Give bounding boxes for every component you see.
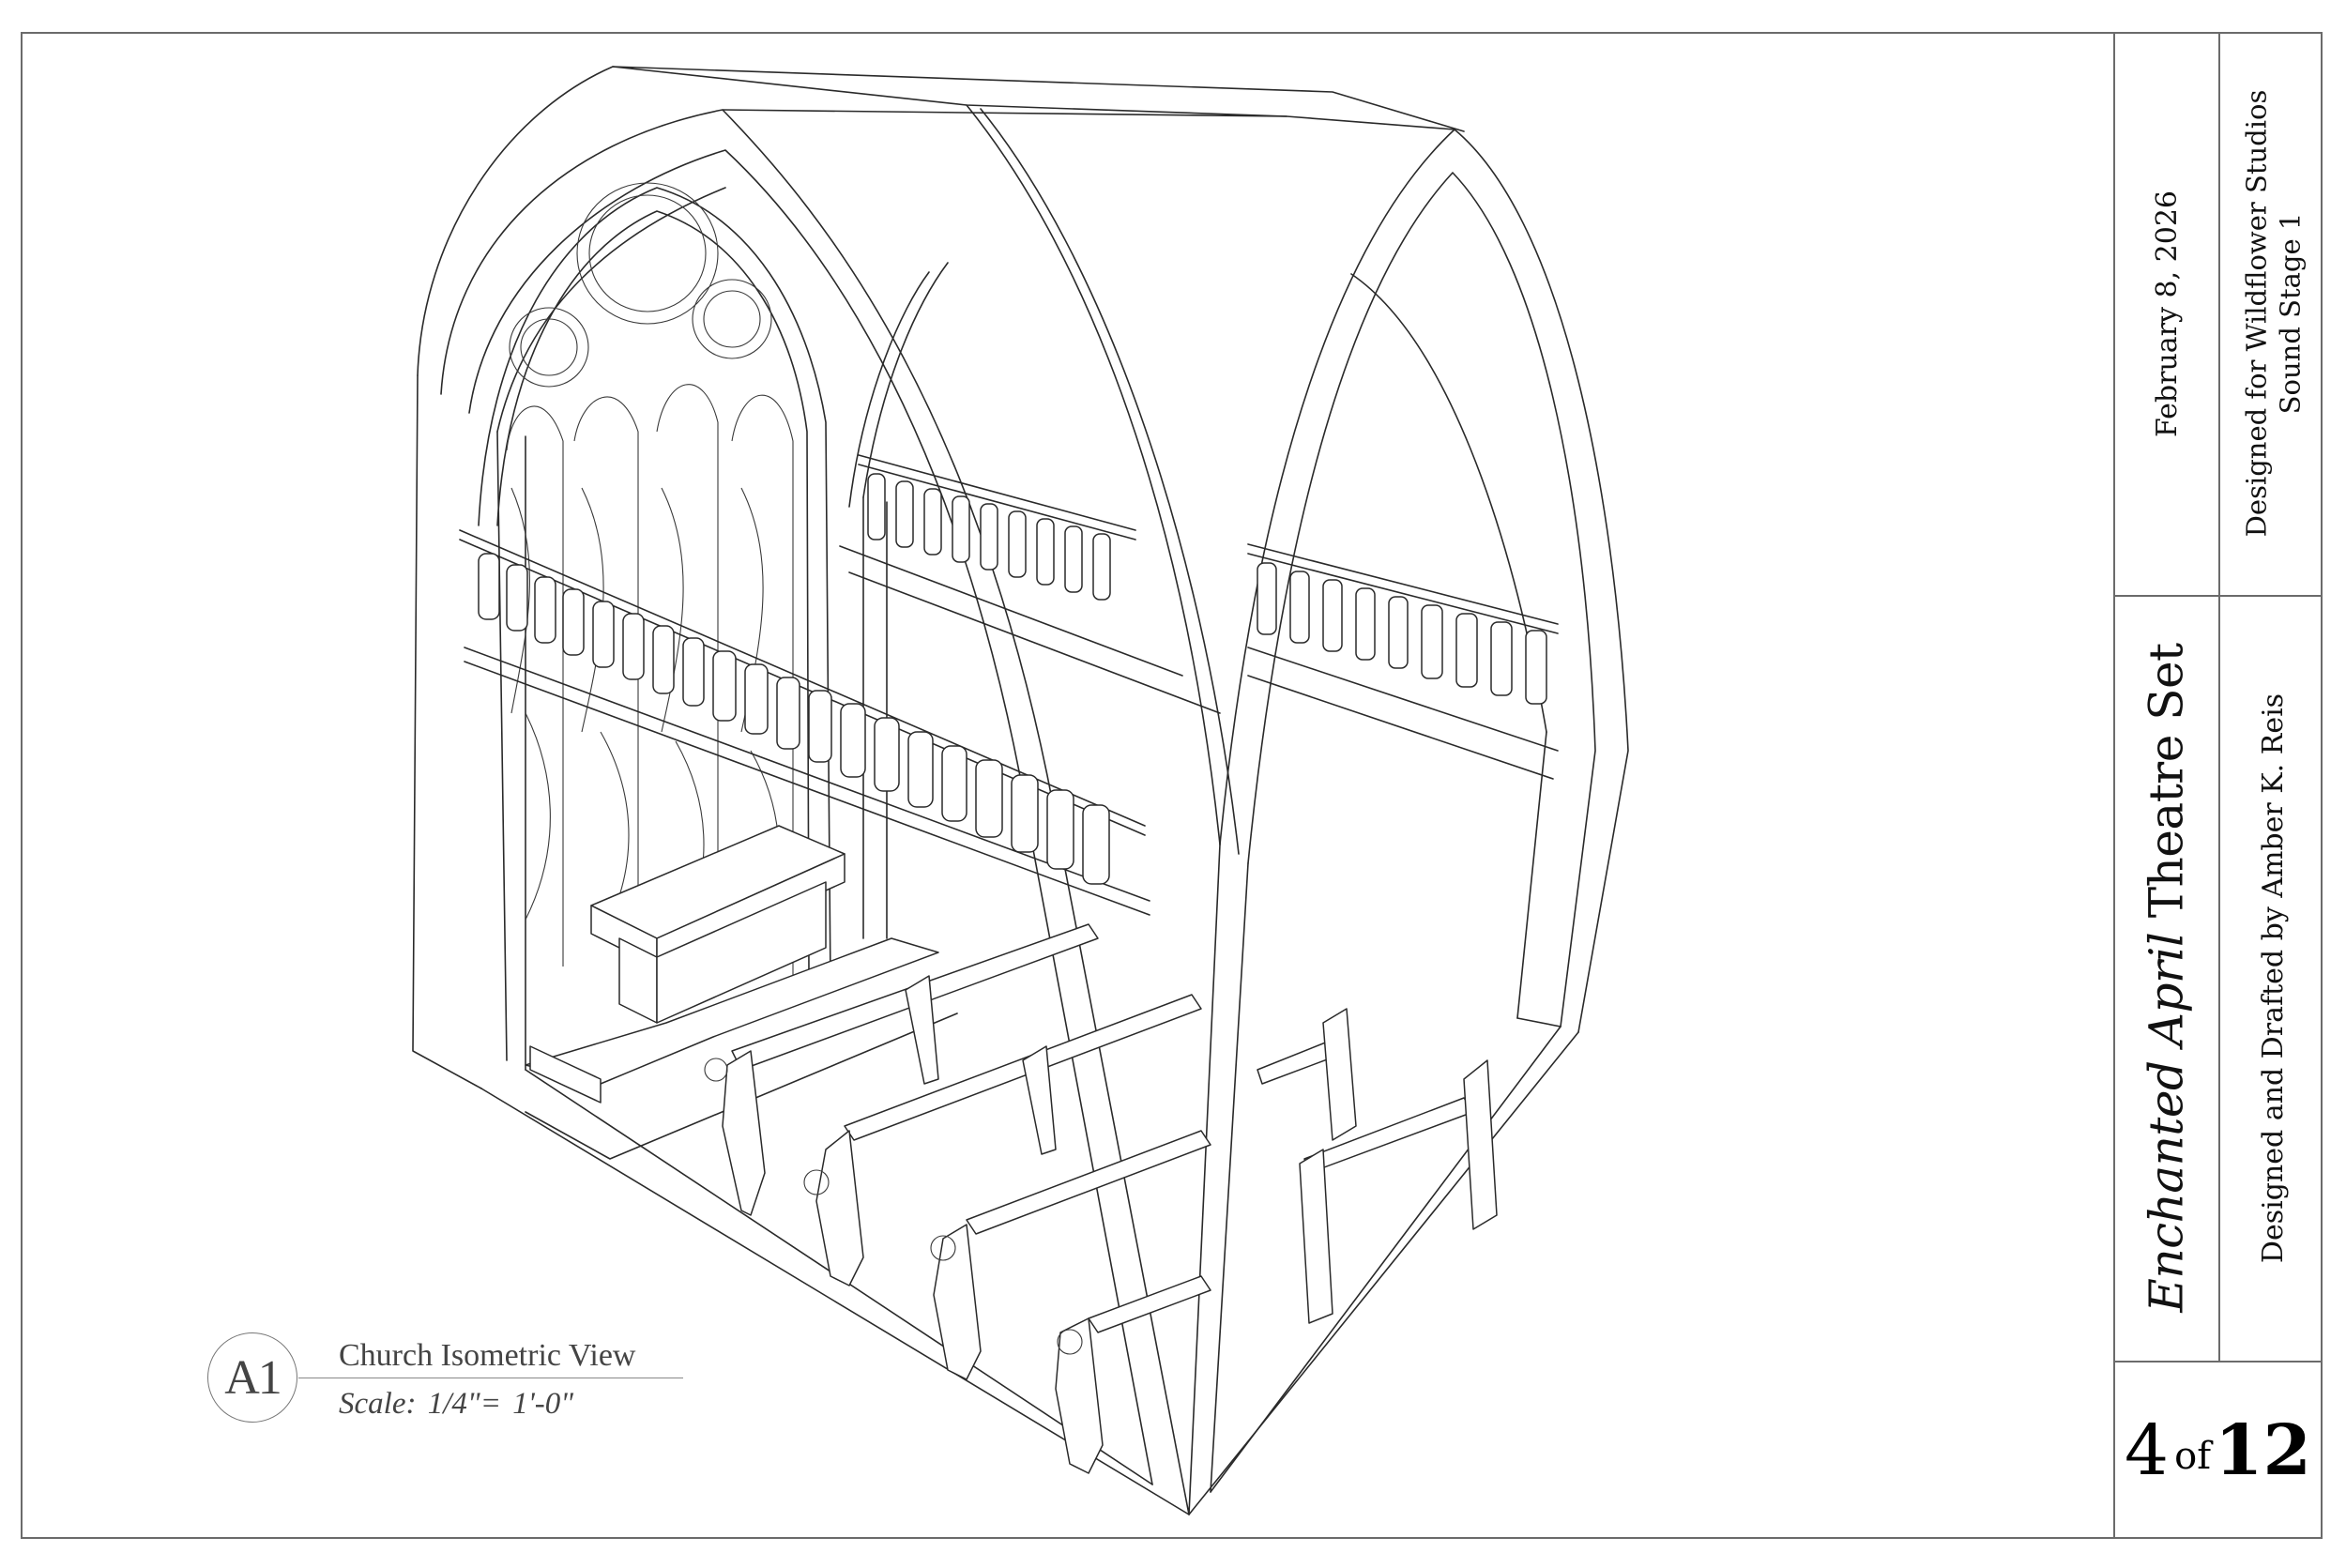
sheet-border [21,32,2323,1539]
drawing-date: February 8, 2026 [2150,190,2184,437]
left-balcony-balustrade [459,529,1150,916]
client-name: Designed for Wildflower Studios [2240,89,2273,538]
drafter-credit: Designed and Drafted by Amber K. Reis [2257,693,2290,1263]
view-title: Church Isometric View [339,1338,636,1373]
title-block-column-left: February 8, 2026 Enchanted April Theatre… [2115,32,2218,1361]
pews [704,923,1498,1474]
altar-platform [525,825,958,1160]
vault-roof [417,66,1465,855]
sheet-number: 4 of 12 [2113,1362,2323,1539]
client-cell: Designed for Wildflower Studios Sound St… [2220,32,2326,595]
back-wall-arch [839,262,1559,939]
stained-glass-window [478,182,831,986]
title-block-column-right: Designed for Wildflower Studios Sound St… [2218,32,2326,1361]
project-title-rest: Theatre Set [2140,643,2195,933]
project-title-italic: Enchanted April [2140,932,2195,1313]
project-title-cell: Enchanted April Theatre Set [2115,595,2218,1361]
sheet-total: 12 [2215,1410,2311,1491]
back-balcony-balustrade [858,454,1559,705]
sheet-current: 4 [2125,1410,2170,1491]
project-title: Enchanted April Theatre Set [2140,643,2194,1312]
title-block-divider [2115,1361,2323,1362]
right-arch-frame [1188,129,1629,1515]
client-info: Designed for Wildflower Studios Sound St… [2240,90,2308,538]
title-block: February 8, 2026 Enchanted April Theatre… [2113,32,2323,1539]
drafter-cell: Designed and Drafted by Amber K. Reis [2220,595,2326,1361]
client-stage: Sound Stage 1 [2274,212,2307,415]
view-id-bubble: A1 [207,1332,297,1423]
date-cell: February 8, 2026 [2115,32,2218,595]
view-scale: Scale: 1/4"= 1'-0" [339,1387,574,1421]
sheet-of: of [2174,1435,2211,1478]
